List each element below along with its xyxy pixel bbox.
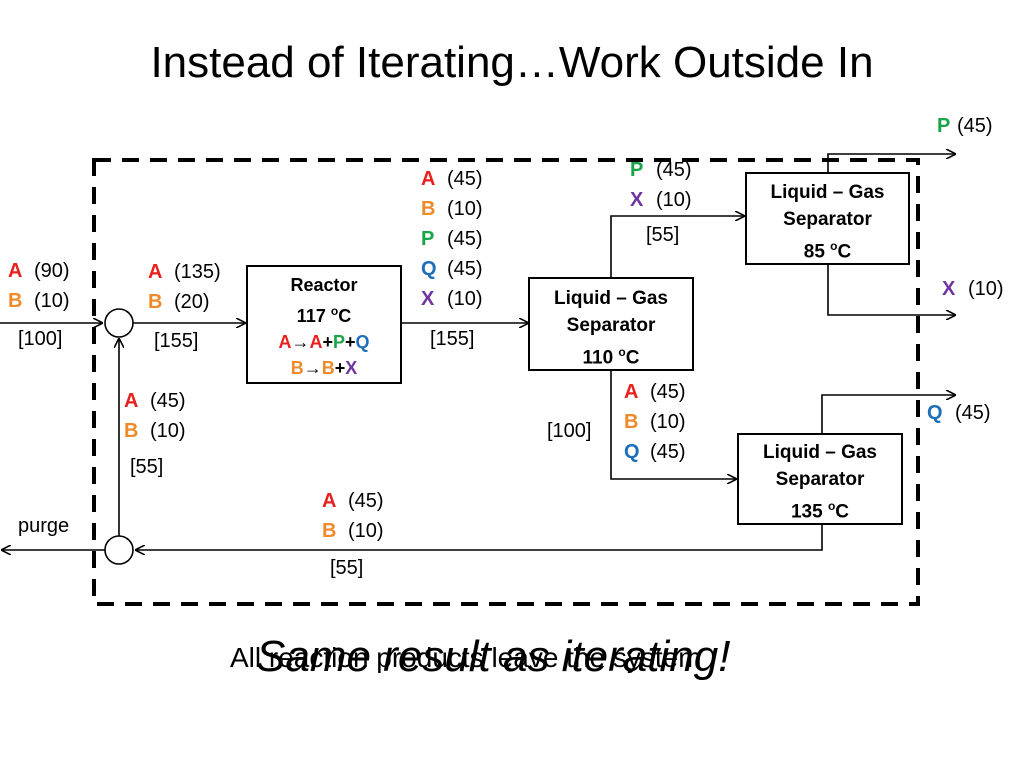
separator-85: Liquid – Gas Separator 85 oC (745, 172, 910, 265)
recycle-up-label: A(45) B(10) (124, 390, 186, 442)
feed-total: [100] (18, 328, 63, 350)
note-same-result: Same result as iterating! (256, 632, 731, 681)
separator-85-temp: 85 oC (803, 239, 852, 263)
reactor-outlet-label: A(45) B(10) P(45) Q(45) X(10) (421, 168, 483, 310)
sep110-gas-total: [55] (646, 224, 680, 246)
separator-110-temp: 110 oC (582, 345, 640, 369)
separator-135: Liquid – Gas Separator 135 oC (737, 433, 903, 525)
reactor-name: Reactor (290, 275, 358, 295)
sep110-liquid-label: A(45) B(10) Q(45) (624, 381, 686, 463)
feed-stream-label: A(90) B(10) (8, 260, 70, 312)
separator-85-name2: Separator (783, 209, 872, 230)
recycle-up-total: [55] (130, 456, 164, 478)
product-q-label: Q(45) (927, 402, 991, 424)
recycle-stream (136, 524, 823, 550)
reactor-temp: 117 oC (296, 304, 352, 326)
product-x-label: X(10) (942, 278, 1004, 300)
separator-135-temp: 135 oC (790, 499, 850, 523)
product-x-stream (827, 264, 955, 315)
recycle-total: [55] (330, 557, 364, 579)
system-boundary (92, 158, 920, 606)
mixer (104, 308, 134, 338)
reactor-inlet-label: A(135) B(20) (148, 261, 221, 313)
separator-135-name: Liquid – Gas (762, 442, 878, 463)
sep110-liquid-stream (610, 371, 736, 479)
product-p-label: P(45) (937, 115, 993, 137)
recycle-label: A(45) B(10) (322, 490, 384, 542)
sep110-gas-label: P(45) X(10) (630, 159, 692, 211)
separator-135-name2: Separator (775, 469, 865, 490)
product-q-stream (821, 395, 955, 434)
slide-title: Instead of Iterating…Work Outside In (150, 38, 874, 87)
product-p-stream (827, 154, 955, 172)
reactor-inlet-total: [155] (154, 330, 199, 352)
purge-label: purge (18, 515, 70, 537)
sep110-gas-stream (610, 216, 744, 277)
separator-110-name2: Separator (566, 315, 656, 336)
separator-110: Liquid – Gas Separator 110 oC (528, 277, 694, 371)
splitter (104, 535, 134, 565)
reaction-1: A→A+P+Q (278, 332, 370, 352)
separator-85-name: Liquid – Gas (770, 182, 885, 203)
note-products-leave: All reaction products leave the system (230, 642, 702, 673)
reactor-outlet-total: [155] (430, 328, 475, 350)
reactor-box: Reactor 117 oC A→A+P+Q B→B+X (246, 265, 402, 384)
separator-110-name: Liquid – Gas (553, 288, 669, 309)
reaction-2: B→B+X (290, 358, 358, 378)
sep110-liquid-total: [100] (547, 420, 592, 442)
